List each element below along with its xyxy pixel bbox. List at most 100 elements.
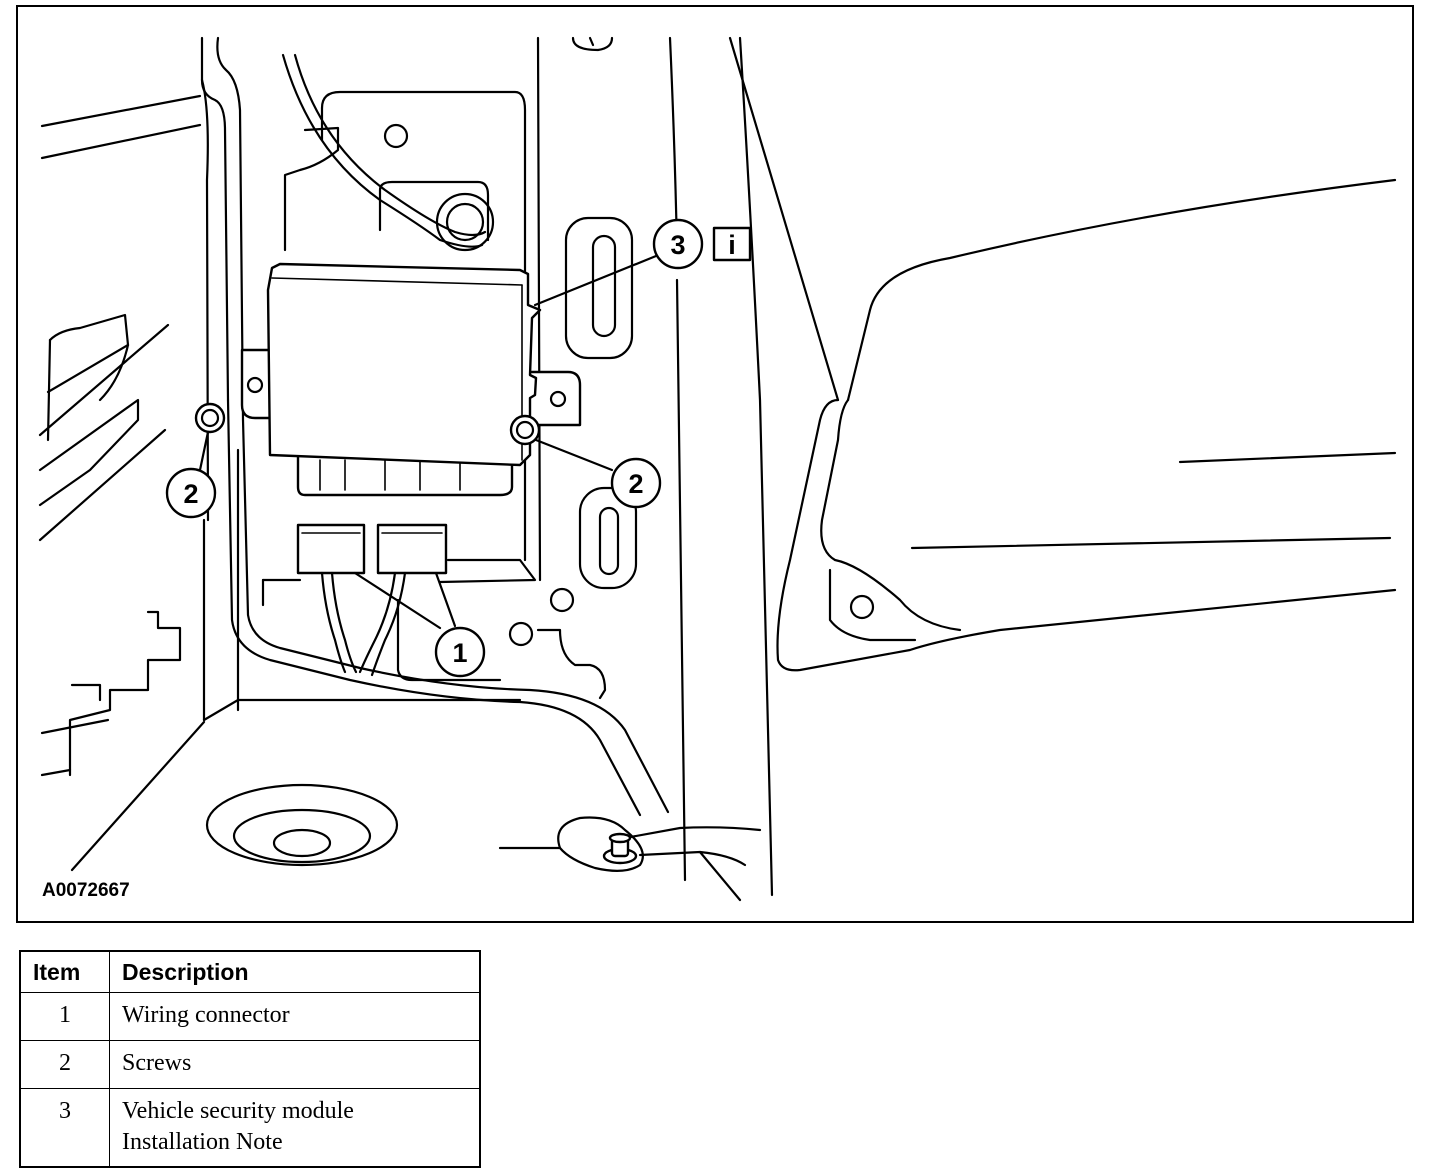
legend-header-item: Item: [19, 950, 110, 993]
callout-leader: [533, 254, 658, 307]
svg-text:3: 3: [670, 230, 685, 260]
installation-note-link[interactable]: Installation Note: [122, 1129, 283, 1155]
legend-item-description: Screws: [109, 1040, 481, 1089]
panel-notch: [571, 36, 614, 52]
module-location-diagram: 1 2 2 3 i A0072667: [38, 36, 1397, 902]
panel-edge: [536, 628, 607, 700]
panel-opening: [378, 180, 490, 242]
slot: [564, 216, 634, 360]
floor-pad: [557, 816, 644, 872]
legend-header-row: Item Description: [19, 950, 481, 993]
wire: [320, 571, 347, 674]
callout-3: 3: [652, 218, 704, 270]
module-connector-block: [296, 453, 514, 497]
callout-1: 1: [434, 626, 486, 678]
body-line: [638, 850, 747, 867]
floor-plug: [232, 808, 372, 864]
panel-edge: [396, 598, 502, 682]
louver: [46, 338, 52, 442]
legend-item-description: Wiring connector: [109, 992, 481, 1041]
seat-cushion: [776, 398, 1397, 672]
table-row: 1 Wiring connector: [19, 992, 481, 1041]
mounting-panel: [320, 90, 527, 562]
bracket-hole: [246, 376, 264, 394]
wire: [370, 571, 407, 677]
svg-text:1: 1: [452, 638, 467, 668]
grommet: [435, 192, 495, 252]
slot: [578, 486, 638, 590]
grommet: [445, 202, 485, 242]
harness-line: [226, 398, 642, 817]
module-bracket: [523, 370, 582, 427]
harness-line: [200, 78, 210, 522]
wire: [358, 571, 397, 674]
panel-hole: [508, 621, 534, 647]
panel-hole: [549, 587, 575, 613]
callout-2-right: 2: [610, 457, 662, 509]
pillar-edge: [200, 36, 230, 402]
seat-bolt: [849, 594, 875, 620]
body-line: [623, 826, 762, 840]
bracket: [68, 610, 182, 777]
mounting-panel: [283, 126, 340, 252]
table-row: 2 Screws: [19, 1040, 481, 1089]
illustration-frame: 1 2 2 3 i A0072667: [16, 5, 1414, 923]
description-line: Screws: [122, 1050, 192, 1076]
panel-notch: [588, 36, 595, 47]
bracket-hole: [549, 390, 567, 408]
svg-text:2: 2: [628, 469, 643, 499]
body-line: [698, 850, 742, 902]
louver: [38, 323, 170, 437]
floor-plug: [272, 828, 332, 858]
vehicle-security-module: [266, 262, 542, 467]
legend-item-number: 2: [19, 1040, 110, 1089]
louver: [38, 398, 140, 507]
info-icon: i: [712, 226, 752, 262]
callout-leader: [534, 438, 614, 472]
louver: [46, 343, 130, 394]
body-line: [40, 718, 110, 735]
legend-item-number: 3: [19, 1088, 110, 1168]
pillar-edge: [738, 36, 774, 897]
floor-plug: [205, 783, 399, 867]
panel-hole: [383, 123, 409, 149]
cable: [293, 53, 487, 237]
body-line: [40, 94, 202, 128]
item-legend-table: Item Description 1 Wiring connector 2 Sc…: [19, 950, 481, 1168]
floor-edge: [202, 698, 522, 722]
callout-2-left: 2: [165, 467, 217, 519]
callout-leader: [353, 571, 442, 630]
bracket: [70, 683, 102, 702]
module-edge: [271, 277, 523, 286]
pillar-edge: [216, 36, 245, 422]
legend-item-description: Vehicle security module Installation Not…: [109, 1088, 481, 1168]
module-bracket: [240, 348, 274, 420]
slot: [591, 234, 617, 338]
pillar-edge: [668, 36, 679, 252]
legend-item-number: 1: [19, 992, 110, 1041]
figure-id-label: A0072667: [42, 880, 130, 901]
wire: [330, 571, 358, 674]
screw-left: [194, 402, 226, 434]
seat-back: [846, 178, 1397, 402]
seat-seam: [910, 536, 1392, 550]
cable: [281, 53, 484, 248]
harness-line: [241, 418, 670, 814]
svg-text:2: 2: [183, 479, 198, 509]
pillar-edge: [675, 278, 687, 882]
leader-line: [70, 720, 206, 872]
description-line: Wiring connector: [122, 1002, 290, 1028]
description-line: Vehicle security module: [122, 1098, 354, 1124]
louver: [38, 428, 167, 542]
body-line: [40, 768, 72, 777]
table-row: 3 Vehicle security module Installation N…: [19, 1088, 481, 1168]
callout-leader: [198, 430, 210, 472]
seat-bracket: [828, 568, 917, 642]
seat-seam: [1178, 451, 1397, 464]
legend-header-description: Description: [109, 950, 481, 993]
panel-edge: [438, 558, 537, 584]
slot: [598, 506, 620, 576]
body-line: [40, 123, 202, 160]
callout-leader: [434, 571, 457, 628]
louver: [48, 313, 130, 402]
